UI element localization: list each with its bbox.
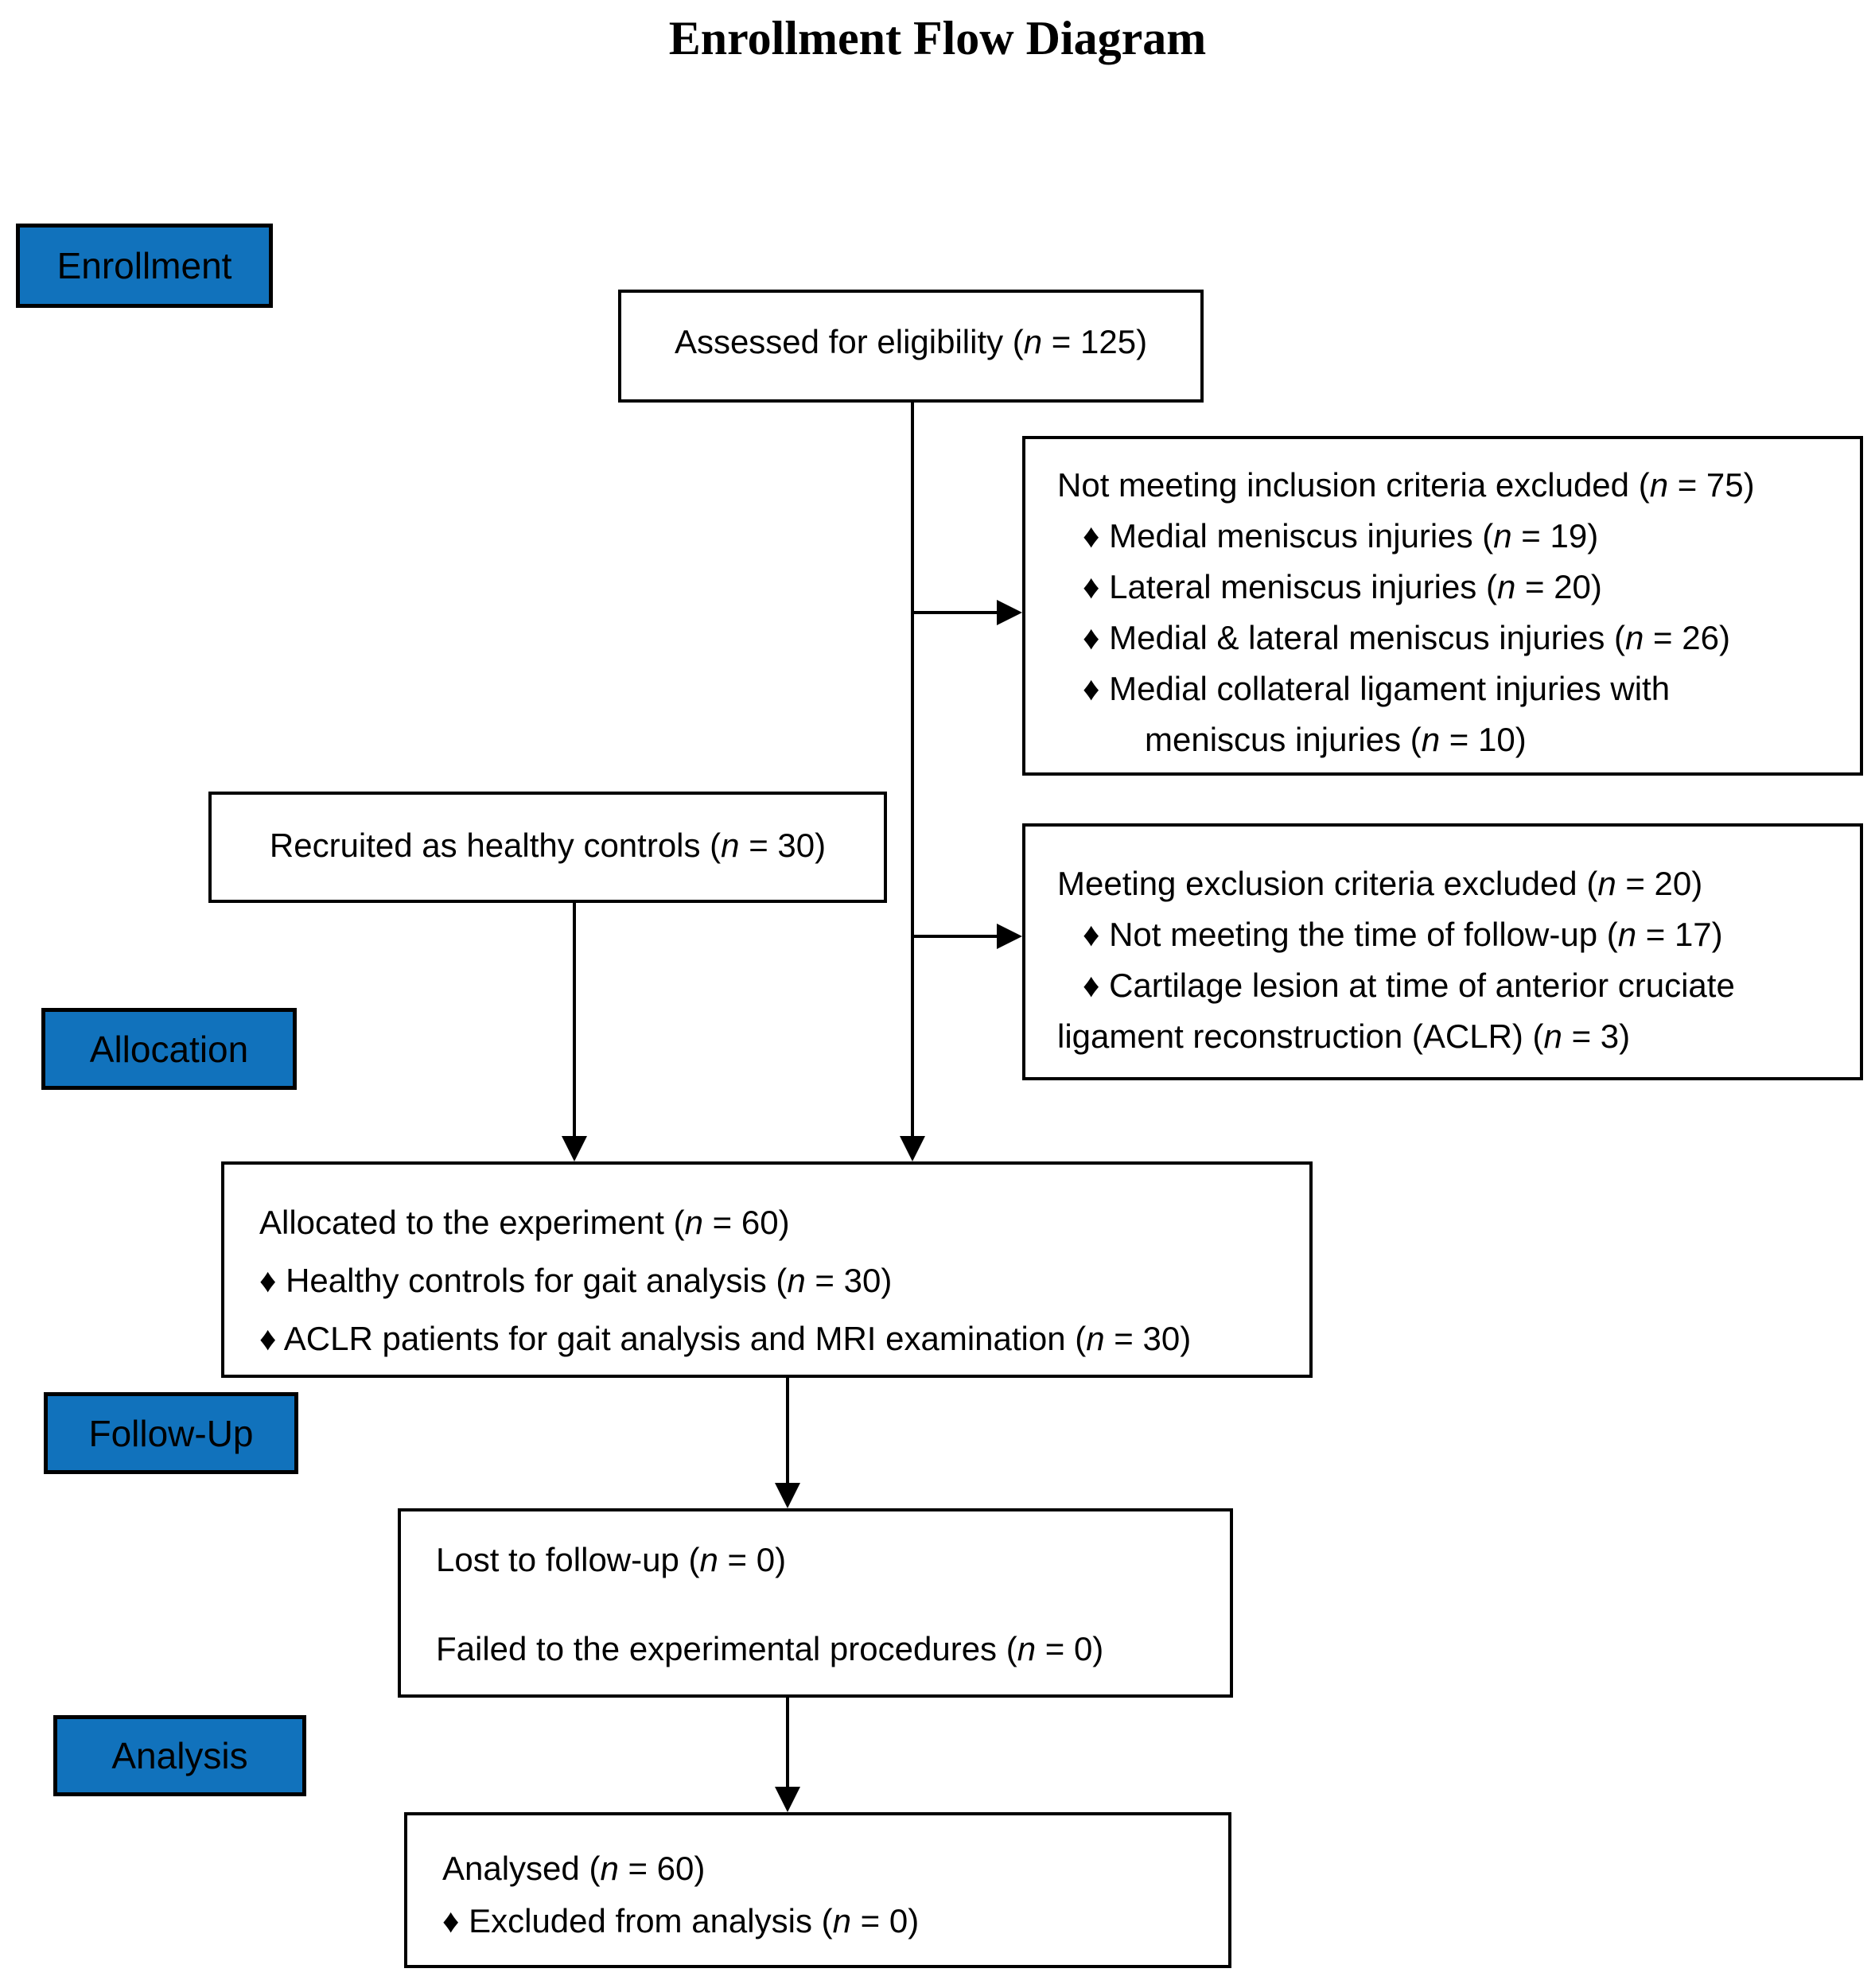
arrow-line [573,903,576,1138]
box-line: Not meeting inclusion criteria excluded … [1057,466,1755,504]
stage-label-text: Enrollment [56,245,232,286]
box-line: Analysed (n = 60) [442,1850,706,1887]
box-meeting-exclusion: Meeting exclusion criteria excluded (n =… [1022,823,1863,1080]
box-line: Meeting exclusion criteria excluded (n =… [1057,865,1703,902]
stage-label-allocation: Allocation [41,1008,297,1090]
box-line: Failed to the experimental procedures (n… [436,1630,1104,1667]
stage-label-follow-up: Follow-Up [44,1392,298,1474]
stage-label-analysis: Analysis [53,1715,306,1796]
stage-label-text: Follow-Up [88,1412,254,1454]
arrowhead [775,1483,800,1508]
box-line: Allocated to the experiment (n = 60) [259,1204,790,1241]
arrow-line [786,1698,789,1788]
box-line: ♦ Medial meniscus injuries (n = 19) [1083,517,1599,554]
arrowhead [997,600,1022,625]
box-analysed: Analysed (n = 60) ♦ Excluded from analys… [404,1812,1231,1968]
arrowhead [900,1136,925,1161]
box-line: meniscus injuries (n = 10) [1145,721,1527,758]
box-line: ♦ Medial collateral ligament injuries wi… [1083,670,1671,707]
box-recruited-healthy-controls: Recruited as healthy controls (n = 30) [208,792,887,903]
box-allocated: Allocated to the experiment (n = 60) ♦ H… [221,1161,1313,1378]
stage-label-text: Analysis [111,1735,248,1776]
arrowhead [775,1787,800,1812]
box-line: Assessed for eligibility (n = 125) [674,323,1148,360]
box-line: ♦ Medial & lateral meniscus injuries (n … [1083,619,1730,656]
box-line: Lost to follow-up (n = 0) [436,1541,787,1578]
box-not-meeting-inclusion: Not meeting inclusion criteria excluded … [1022,436,1863,776]
arrow-line [912,935,997,938]
arrow-line [911,403,914,1138]
box-lost-to-follow-up: Lost to follow-up (n = 0) Failed to the … [398,1508,1233,1698]
box-line: ♦ Cartilage lesion at time of anterior c… [1083,967,1735,1004]
arrow-line [786,1378,789,1484]
box-line: ♦ Not meeting the time of follow-up (n =… [1083,916,1723,953]
arrowhead [997,924,1022,949]
box-line: ♦ Excluded from analysis (n = 0) [442,1902,920,1939]
diagram-title: Enrollment Flow Diagram [668,12,1207,64]
arrowhead [562,1136,587,1161]
box-line: ♦ Healthy controls for gait analysis (n … [259,1262,893,1299]
box-line: ♦ ACLR patients for gait analysis and MR… [259,1320,1192,1357]
stage-label-enrollment: Enrollment [16,224,273,308]
stage-label-text: Allocation [89,1028,249,1070]
arrow-line [912,611,997,614]
box-line: ligament reconstruction (ACLR) (n = 3) [1057,1017,1631,1055]
box-line: ♦ Lateral meniscus injuries (n = 20) [1083,568,1602,605]
box-line: Recruited as healthy controls (n = 30) [269,827,827,864]
box-assessed-eligibility: Assessed for eligibility (n = 125) [618,290,1204,403]
